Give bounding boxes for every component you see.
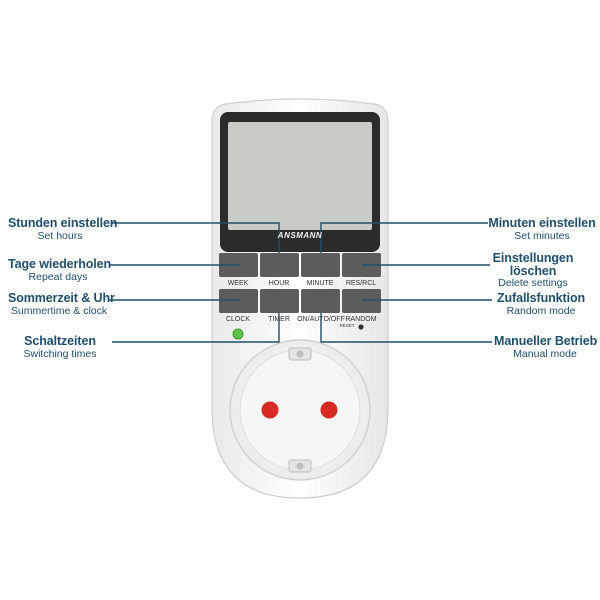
callout-manual-mode: Manueller Betrieb Manual mode xyxy=(494,334,598,360)
callout-random-mode: Zufallsfunktion Random mode xyxy=(492,292,590,316)
clock-label: CLOCK xyxy=(225,316,251,323)
callout-subtitle: Manual mode xyxy=(513,347,577,360)
callout-title: Schaltzeiten xyxy=(24,334,96,348)
lcd-screen xyxy=(228,122,372,230)
leader-set-hours xyxy=(112,222,280,253)
callout-subtitle: Summertime & clock xyxy=(10,304,108,317)
res-rcl-label: RES/RCL xyxy=(345,280,377,287)
callout-title: Zufallsfunktion xyxy=(496,291,586,305)
clock-button[interactable] xyxy=(219,289,258,313)
callout-set-minutes: Minuten einstellen Set minutes xyxy=(488,217,596,241)
res-rcl-button[interactable] xyxy=(342,253,381,277)
callout-repeat-days: Tage wiederholen Repeat days xyxy=(8,257,112,283)
leader-switching-times xyxy=(112,313,280,343)
minute-label: MINUTE xyxy=(306,280,334,287)
leader-set-minutes xyxy=(320,222,488,253)
callout-summertime-clock: Sommerzeit & Uhr Summertime & clock xyxy=(8,291,115,317)
random-button[interactable] xyxy=(342,289,381,313)
callout-switching-times: Schaltzeiten Switching times xyxy=(10,335,110,359)
week-label: WEEK xyxy=(227,280,249,287)
callout-title: Einstellungen löschen xyxy=(492,251,574,278)
earth-contact-bottom-screw xyxy=(296,462,304,470)
callout-title: Sommerzeit & Uhr xyxy=(8,291,115,305)
callout-title: Minuten einstellen xyxy=(488,216,596,230)
callout-subtitle: Delete settings xyxy=(498,277,568,289)
callout-title: Manueller Betrieb xyxy=(494,334,598,348)
timer-button[interactable] xyxy=(260,289,299,313)
callout-subtitle: Random mode xyxy=(506,304,576,317)
hour-button[interactable] xyxy=(260,253,299,277)
callout-subtitle: Repeat days xyxy=(28,270,88,283)
brand-logo: ANSMANN xyxy=(277,231,323,240)
socket-inner xyxy=(239,349,361,471)
callout-subtitle: Set minutes xyxy=(514,229,570,242)
leader-lines xyxy=(108,222,492,343)
status-led xyxy=(232,328,244,340)
socket-pin-right xyxy=(320,401,338,419)
on-auto-off-label: ON/AUTO/OFF xyxy=(297,316,345,323)
random-label: RANDOM xyxy=(345,316,377,323)
on-auto-off-button[interactable] xyxy=(301,289,340,313)
socket-pin-left xyxy=(261,401,279,419)
earth-contact-top-screw xyxy=(296,350,304,358)
reset-label: RESET xyxy=(339,323,355,328)
callout-title: Stunden einstellen xyxy=(8,216,118,230)
callout-subtitle: Set hours xyxy=(37,229,83,242)
minute-button[interactable] xyxy=(301,253,340,277)
timer-label: TIMER xyxy=(268,316,290,323)
reset-button[interactable] xyxy=(358,324,364,330)
callout-subtitle: Switching times xyxy=(23,347,97,360)
callout-set-hours: Stunden einstellen Set hours xyxy=(8,216,118,242)
callout-delete-settings: Einstellungen löschen Delete settings xyxy=(490,252,576,289)
leader-manual-mode xyxy=(320,313,492,343)
callout-title: Tage wiederholen xyxy=(8,257,112,271)
hour-label: HOUR xyxy=(268,280,290,287)
